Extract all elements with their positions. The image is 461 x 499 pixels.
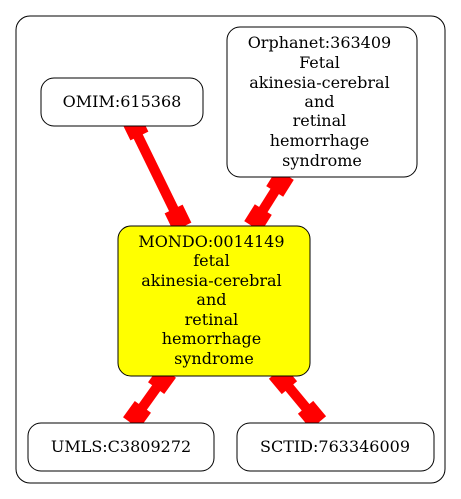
edge-orphanet-mondo: [244, 169, 294, 232]
node-label-line: OMIM:615368: [63, 92, 182, 111]
node-box: [40, 77, 204, 127]
cluster-border: [15, 15, 446, 484]
node-label-line: akinesia-cerebral: [249, 73, 390, 92]
node-label-line: and: [196, 290, 226, 309]
node-mondo: MONDO:0014149 fetal akinesia-cerebral an…: [117, 225, 311, 377]
edges: [121, 113, 327, 430]
node-label-line: retinal: [185, 310, 239, 329]
node-label-line: MONDO:0014149: [138, 232, 284, 251]
node-label-line: SCTID:763346009: [260, 437, 410, 456]
node-label-line: syndrome: [282, 151, 362, 170]
node-label: Orphanet:363409 Fetal akinesia-cerebral …: [248, 33, 397, 170]
node-box: [236, 422, 435, 472]
node-label: OMIM:615368: [63, 92, 182, 111]
node-box: [117, 225, 311, 377]
node-label-line: syndrome: [174, 349, 254, 368]
node-label-line: hemorrhage: [270, 131, 369, 150]
node-label-line: retinal: [293, 111, 347, 130]
node-label-line: fetal: [193, 251, 229, 270]
node-label: UMLS:C3809272: [51, 437, 191, 456]
node-label-line: Fetal: [299, 53, 340, 72]
node-label: SCTID:763346009: [260, 437, 410, 456]
node-orphanet: Orphanet:363409 Fetal akinesia-cerebral …: [226, 26, 418, 178]
node-umls: UMLS:C3809272: [27, 422, 215, 472]
node-label-line: Orphanet:363409: [248, 33, 392, 52]
node-label-line: and: [304, 92, 334, 111]
node-label-line: hemorrhage: [162, 329, 261, 348]
node-box: [27, 422, 215, 472]
node-label-line: UMLS:C3809272: [51, 437, 191, 456]
node-box: [226, 26, 418, 178]
node-omim: OMIM:615368: [40, 77, 204, 127]
node-label-line: akinesia-cerebral: [141, 271, 282, 290]
edge-omim-mondo: [121, 113, 192, 232]
node-label: MONDO:0014149 fetal akinesia-cerebral an…: [138, 232, 289, 368]
node-sctid: SCTID:763346009: [236, 422, 435, 472]
